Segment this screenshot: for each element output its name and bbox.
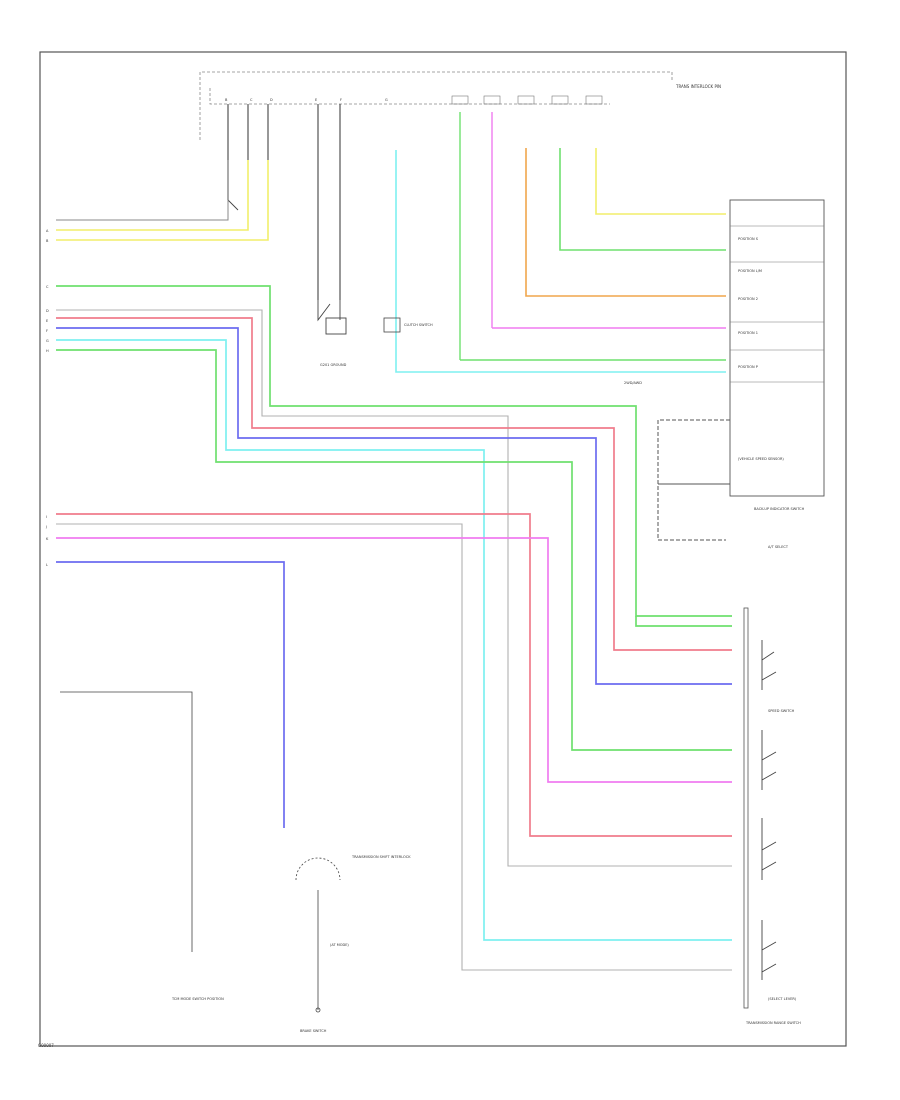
lower-right-label: SPEED SWITCH [768, 709, 795, 713]
right-module-subtext: 2WD/AWD [624, 381, 642, 385]
bottom-left-component [60, 691, 193, 952]
top-pin-g: G [385, 98, 388, 102]
wire-red-2 [56, 513, 732, 837]
wire-green-2 [56, 349, 732, 751]
right-upper-module: POSITION S POSITION L/M POSITION 2 POSIT… [729, 199, 825, 511]
wire-gray-2 [56, 523, 732, 971]
lower-right-caption: TRANSMISSION RANGE SWITCH [745, 1021, 801, 1025]
top-connector-outline [199, 71, 673, 140]
svg-text:K: K [46, 537, 49, 541]
right-module-line-4: POSITION 1 [738, 331, 758, 335]
right-module-line-1: POSITION S [738, 237, 759, 241]
svg-text:G: G [46, 339, 49, 343]
center-switch [317, 300, 347, 335]
left-input-labels: A B C D E F G H I J K L [45, 229, 49, 567]
wire-cyan-1 [56, 339, 732, 941]
wire-blue-1 [56, 327, 732, 685]
svg-text:E: E [46, 319, 48, 323]
right-module-line-5: POSITION P [738, 365, 758, 369]
svg-text:C: C [46, 285, 49, 289]
top-connector-boxes [451, 95, 603, 105]
svg-text:I: I [46, 515, 47, 519]
wire-red-1 [56, 317, 732, 651]
wire-magenta-1 [56, 537, 732, 783]
figure-reference: G00007 [38, 1043, 54, 1048]
top-pin-f: F [340, 98, 342, 102]
top-connector-bus [209, 88, 610, 105]
svg-text:B: B [46, 239, 49, 243]
diagram-frame [39, 51, 847, 1047]
ground-label: G201 GROUND [320, 363, 347, 367]
svg-text:L: L [46, 563, 48, 567]
yellow-left-wire-2 [56, 160, 269, 241]
wire-green-3 [635, 616, 732, 627]
lower-right-note: (SELECT LEVER) [768, 997, 797, 1001]
bottom-center-component [295, 857, 341, 1013]
svg-text:D: D [46, 309, 49, 313]
bottom-center-caption: BRAKE SWITCH [300, 1029, 327, 1033]
top-pin-c: C [250, 98, 253, 102]
svg-text:F: F [46, 329, 48, 333]
top-pin-d: D [270, 98, 273, 102]
yellow-left-wire [56, 160, 249, 231]
right-module-note: (VEHICLE SPEED SENSOR) [738, 457, 784, 461]
ground-icon-label: A/T SELECT [768, 545, 789, 549]
cable-label: CLUTCH SWITCH [404, 323, 433, 327]
bottom-left-caption: TCM MODE SWITCH POSITION [171, 997, 224, 1001]
wire-harness [56, 285, 732, 971]
top-pin-b: B [225, 98, 228, 102]
bottom-center-label: TRANSMISSION SHIFT INTERLOCK [351, 855, 411, 859]
right-module-line-3: POSITION 2 [738, 297, 758, 301]
svg-text:J: J [45, 525, 47, 529]
wire-blue-2 [56, 561, 285, 828]
wire-gray-1 [56, 309, 732, 867]
top-connector-label: TRANS INTERLOCK PIN [675, 84, 721, 89]
wire-green-1 [56, 285, 732, 617]
svg-text:A: A [46, 229, 49, 233]
top-pins: B C D E F G [225, 98, 388, 102]
right-module-line-2: POSITION L/M [738, 269, 762, 273]
top-vertical-drops [227, 104, 726, 373]
shift-bracket [657, 419, 730, 541]
right-module-title: BACK-UP INDICATOR SWITCH [754, 507, 805, 511]
svg-text:H: H [46, 349, 49, 353]
cable-block [383, 317, 401, 333]
right-lower-module: SPEED SWITCH (SELECT LEVER) TRANSMISSION… [743, 607, 801, 1025]
bottom-center-note: (AT MODE) [330, 943, 349, 947]
gray-left-wire [56, 200, 229, 221]
top-pin-e: E [315, 98, 317, 102]
